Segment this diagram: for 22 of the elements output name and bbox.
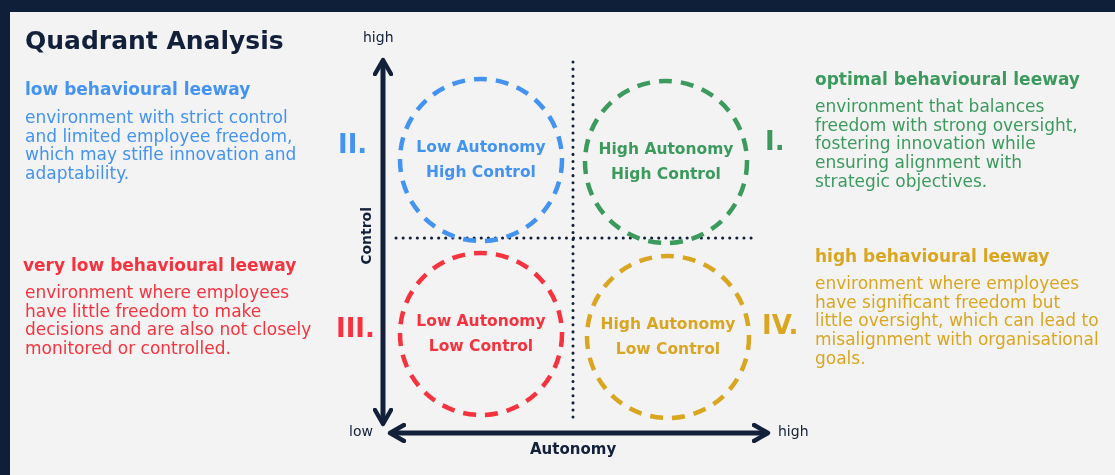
roman-numeral: I. bbox=[765, 127, 785, 157]
axis-end-label: low bbox=[349, 424, 373, 440]
heading: low behavioural leeway bbox=[25, 80, 251, 100]
heading: high behavioural leeway bbox=[815, 247, 1050, 267]
roman-numeral: II. bbox=[338, 130, 368, 160]
title: Quadrant Analysis bbox=[25, 27, 284, 56]
axis-title: Autonomy bbox=[530, 441, 617, 458]
quadrant-label: High Autonomy Low Control bbox=[599, 314, 737, 360]
description: environment with strict control and limited employee freedom, which may stifle innovation and adaptability. bbox=[25, 108, 298, 183]
roman-numeral: III. bbox=[336, 314, 375, 344]
roman-numeral: IV. bbox=[762, 311, 799, 341]
description: environment where employees have significant freedom but little oversight, which can lead to misalignment with organisational goals. bbox=[815, 274, 1100, 368]
axis-title: Control bbox=[359, 206, 375, 265]
heading: very low behavioural leeway bbox=[23, 256, 297, 276]
description: environment where employees have little freedom to make decisions and are also not closely monitored or controlled. bbox=[25, 283, 313, 358]
quadrant-label: Low Autonomy Low Control bbox=[415, 311, 547, 357]
heading: optimal behavioural leeway bbox=[815, 70, 1080, 90]
quadrant-label: Low Autonomy High Control bbox=[415, 137, 547, 183]
description: environment that balances freedom with strong oversight, fostering innovation while ensuring alignment with strategic objectives. bbox=[815, 97, 1079, 191]
quadrant-label: High Autonomy High Control bbox=[597, 139, 735, 185]
axis-end-label: high bbox=[778, 424, 809, 440]
axis-end-label: high bbox=[363, 30, 394, 46]
